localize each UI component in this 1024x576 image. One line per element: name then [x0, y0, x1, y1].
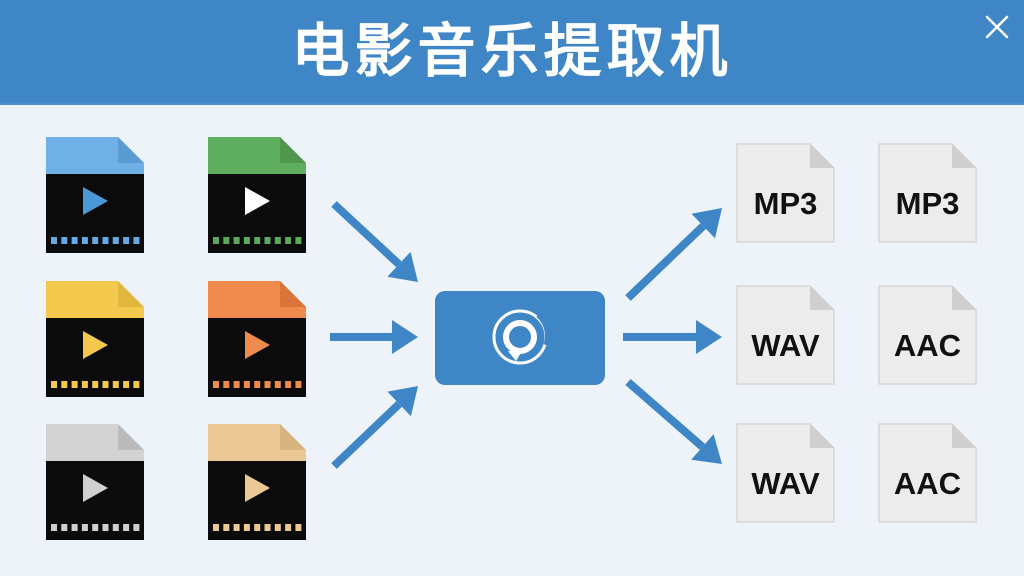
film-hole — [264, 381, 271, 388]
film-hole — [123, 237, 130, 244]
film-hole — [123, 524, 130, 531]
film-hole — [51, 524, 57, 531]
film-hole — [81, 524, 88, 531]
audio-file-icon[interactable]: AAC — [878, 285, 977, 385]
film-hole — [92, 524, 99, 531]
window-title: 电影音乐提取机 — [291, 17, 733, 85]
film-hole — [233, 381, 240, 388]
film-hole — [112, 381, 119, 388]
film-hole — [81, 237, 88, 244]
film-hole — [285, 237, 292, 244]
film-hole — [223, 381, 230, 388]
arrow-icon — [625, 378, 722, 464]
film-hole — [102, 524, 109, 531]
film-hole — [133, 237, 140, 244]
format-label: MP3 — [754, 186, 818, 221]
play-icon — [83, 187, 108, 215]
film-hole — [71, 381, 78, 388]
film-hole — [51, 381, 57, 388]
film-hole — [254, 524, 261, 531]
film-hole — [254, 381, 261, 388]
format-label: WAV — [751, 328, 820, 363]
video-file-icon[interactable] — [208, 281, 306, 397]
film-hole — [102, 237, 109, 244]
film-hole — [254, 237, 261, 244]
audio-file-icon[interactable]: MP3 — [878, 143, 977, 243]
film-hole — [264, 524, 271, 531]
convert-refresh-icon — [492, 309, 550, 365]
film-hole — [295, 237, 302, 244]
film-hole — [233, 524, 240, 531]
title-bar: 电影音乐提取机 — [0, 0, 1024, 105]
film-hole — [61, 524, 68, 531]
film-hole — [51, 237, 57, 244]
format-label: WAV — [751, 466, 820, 501]
film-hole — [61, 381, 68, 388]
film-hole — [285, 381, 292, 388]
play-icon — [245, 331, 270, 359]
film-hole — [133, 524, 140, 531]
video-file-icon[interactable] — [46, 424, 144, 540]
film-hole — [133, 381, 140, 388]
film-hole — [213, 381, 219, 388]
film-hole — [92, 381, 99, 388]
film-hole — [81, 381, 88, 388]
play-icon — [245, 187, 270, 215]
film-hole — [123, 381, 130, 388]
close-icon[interactable] — [980, 10, 1014, 44]
arrow-icon — [330, 320, 418, 354]
arrow-icon — [331, 386, 418, 469]
video-file-icon[interactable] — [46, 137, 144, 253]
film-hole — [243, 381, 250, 388]
film-hole — [92, 237, 99, 244]
film-hole — [285, 524, 292, 531]
play-icon — [83, 331, 108, 359]
audio-file-icon[interactable]: WAV — [736, 423, 835, 523]
film-hole — [223, 524, 230, 531]
video-file-icon[interactable] — [208, 424, 306, 540]
arrow-icon — [625, 208, 722, 301]
film-hole — [213, 524, 219, 531]
format-label: AAC — [894, 328, 961, 363]
film-hole — [295, 381, 302, 388]
film-hole — [213, 237, 219, 244]
video-file-icon[interactable] — [46, 281, 144, 397]
film-hole — [295, 524, 302, 531]
converter-button[interactable] — [435, 291, 605, 385]
film-hole — [243, 524, 250, 531]
audio-file-icon[interactable]: WAV — [736, 285, 835, 385]
film-hole — [274, 381, 281, 388]
arrow-icon — [331, 201, 418, 282]
audio-file-icon[interactable]: AAC — [878, 423, 977, 523]
play-icon — [245, 474, 270, 502]
film-hole — [112, 237, 119, 244]
film-hole — [61, 237, 68, 244]
format-label: MP3 — [896, 186, 960, 221]
format-label: AAC — [894, 466, 961, 501]
film-hole — [274, 524, 281, 531]
video-file-icon[interactable] — [208, 137, 306, 253]
film-hole — [112, 524, 119, 531]
audio-file-icon[interactable]: MP3 — [736, 143, 835, 243]
film-hole — [274, 237, 281, 244]
film-hole — [71, 524, 78, 531]
film-hole — [102, 381, 109, 388]
film-hole — [71, 237, 78, 244]
arrow-icon — [623, 320, 722, 354]
film-hole — [243, 237, 250, 244]
film-hole — [223, 237, 230, 244]
film-hole — [264, 237, 271, 244]
play-icon — [83, 474, 108, 502]
film-hole — [233, 237, 240, 244]
